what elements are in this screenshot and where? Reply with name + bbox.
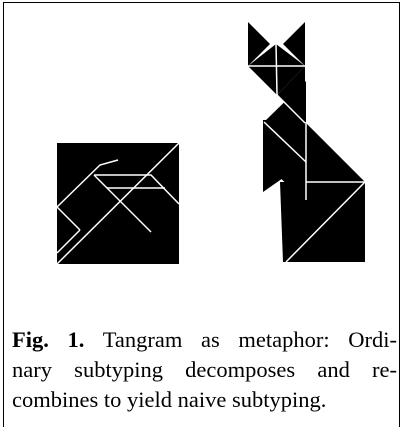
caption-text-1: Tangram as metaphor: Ordi- — [102, 327, 398, 352]
caption-line-1: Fig. 1. Tangram as metaphor: Ordi- — [12, 325, 397, 355]
figure-frame — [3, 2, 400, 427]
caption-line-2: nary subtyping decomposes and re- — [12, 357, 397, 382]
square-tangram — [56, 142, 180, 265]
figure-label: Fig. 1. — [12, 327, 85, 352]
cat-tangram — [248, 22, 366, 263]
caption-line-3: combines to yield naive subtyping. — [12, 387, 327, 412]
figure-caption: Fig. 1. Tangram as metaphor: Ordi- nary … — [12, 325, 397, 415]
